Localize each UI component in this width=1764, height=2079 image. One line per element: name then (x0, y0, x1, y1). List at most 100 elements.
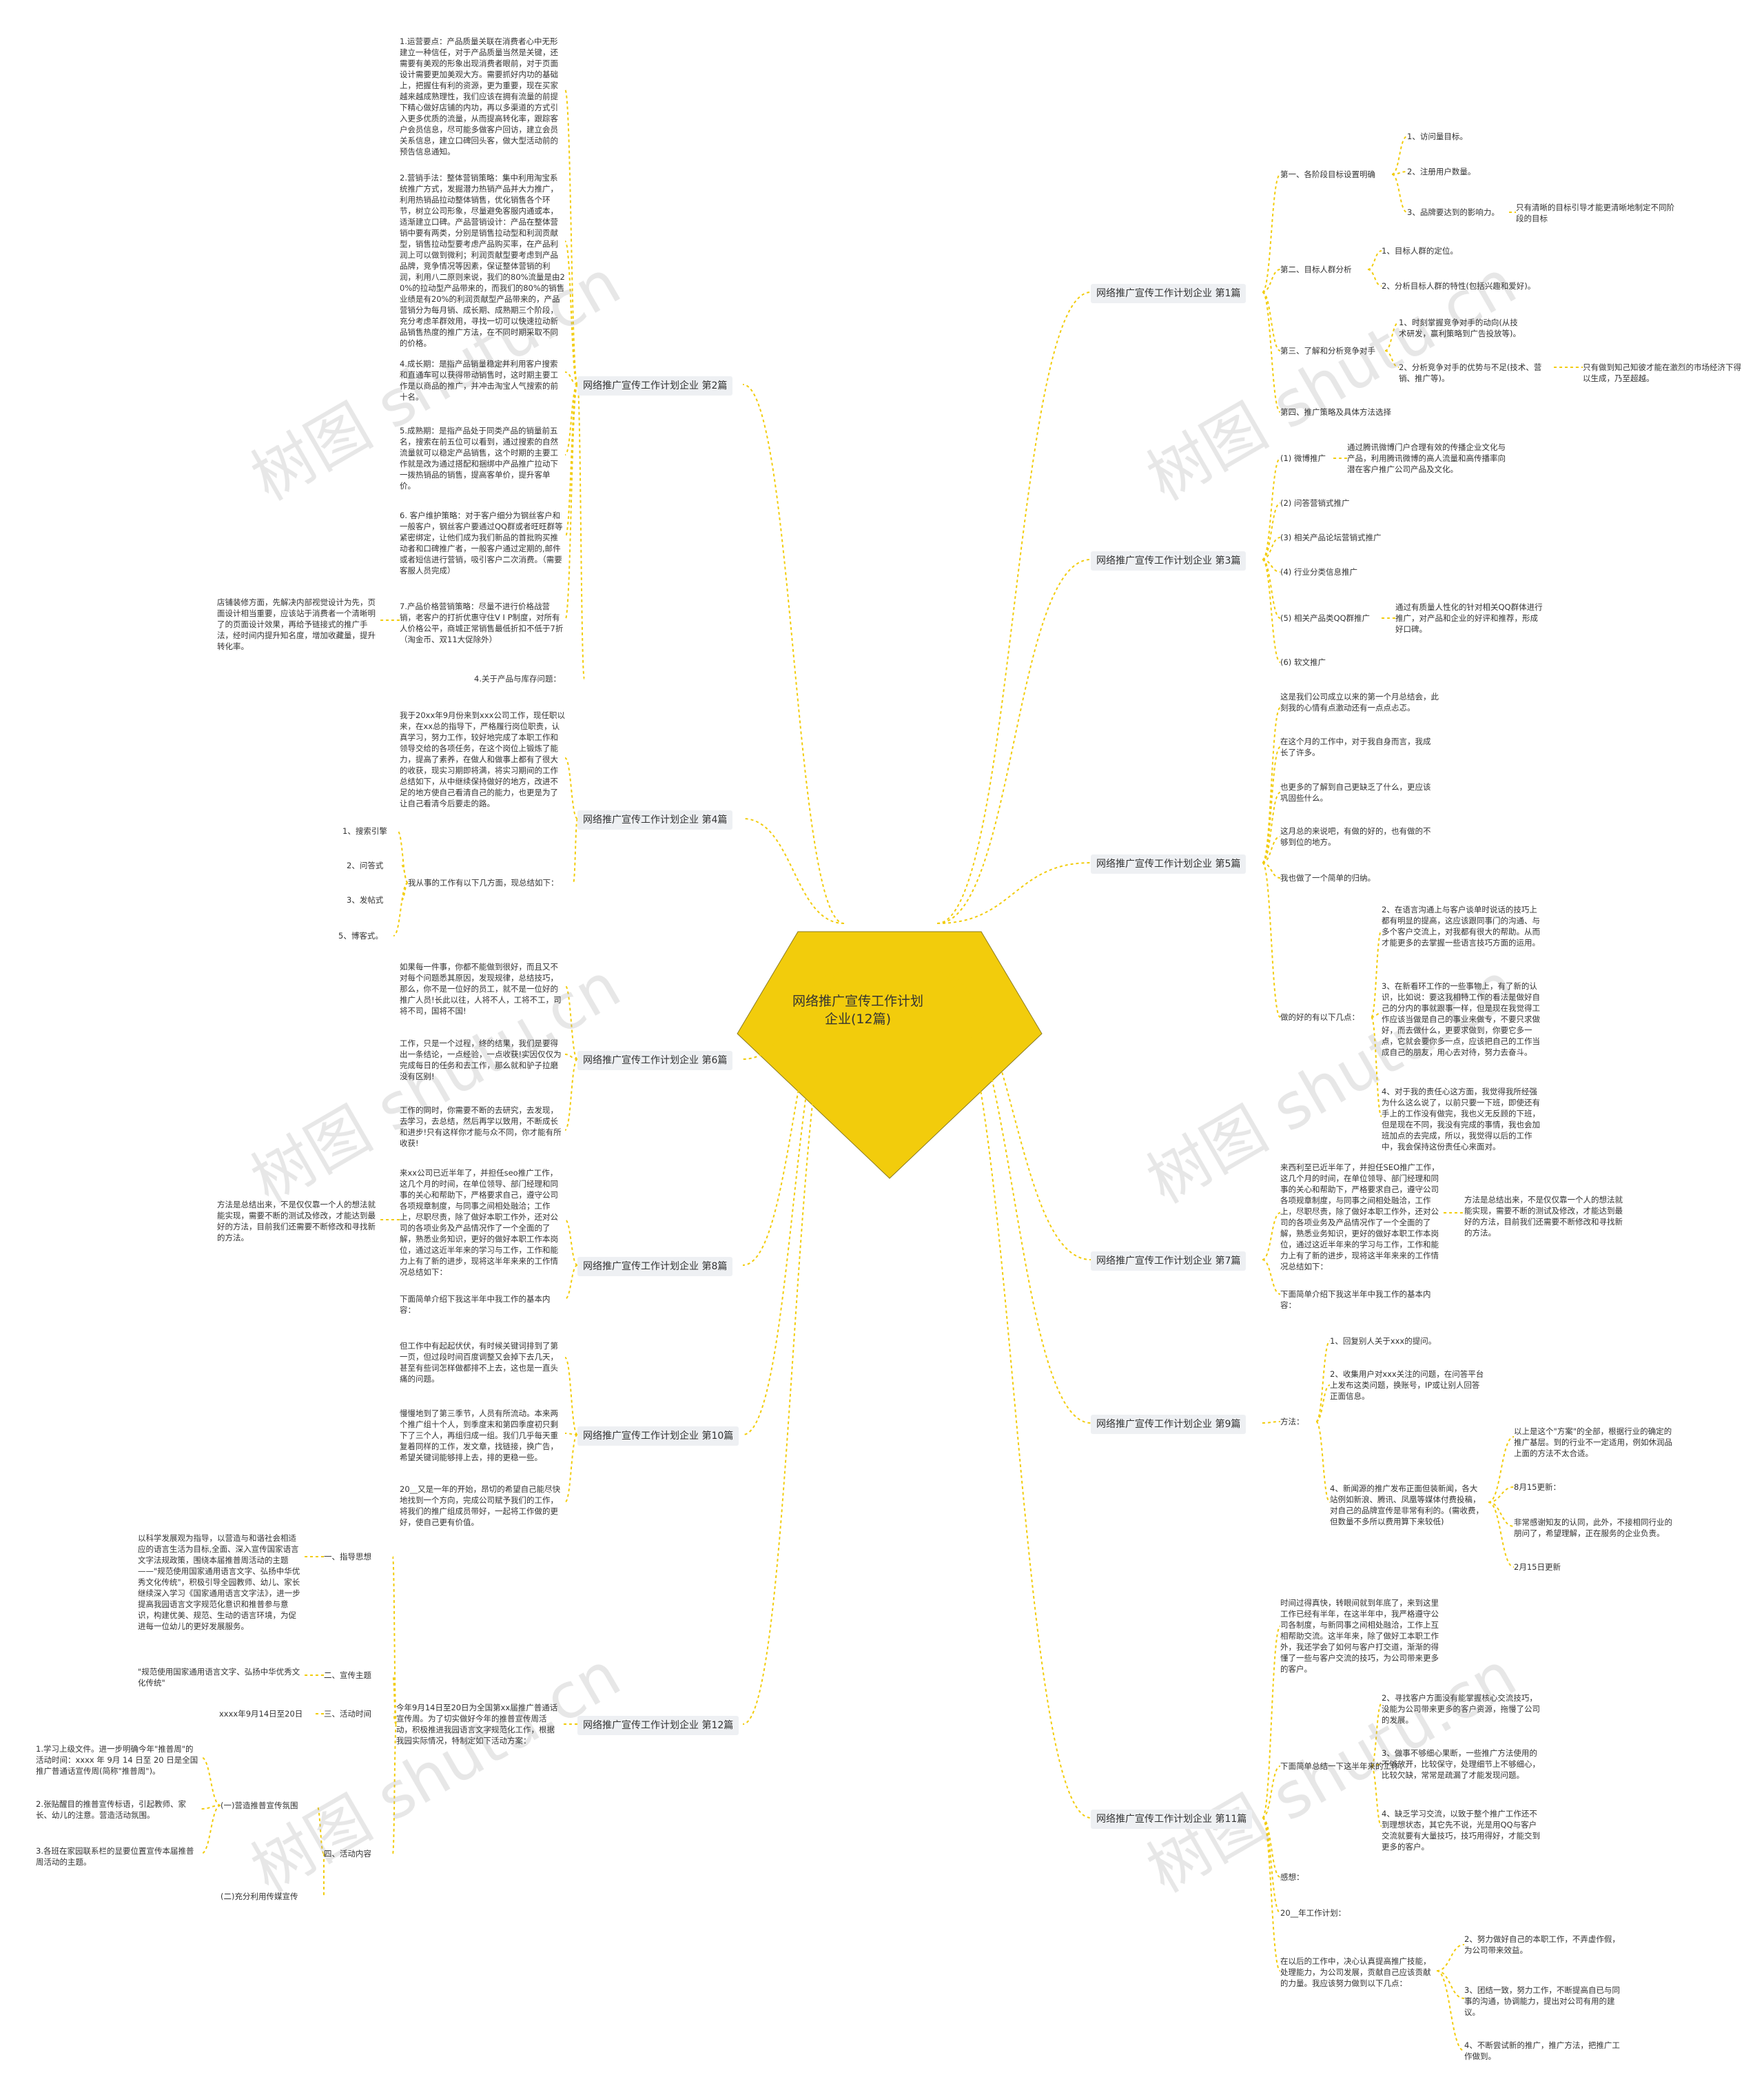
b7-para1[interactable]: 来西利至已近半年了，并担任SEO推广工作，这几个月的时间，在单位领导、部门经理和… (1280, 1163, 1439, 1271)
b5-good1[interactable]: 2、在语言沟通上与客户谈单时说话的技巧上都有明显的提高，这应该跟同事门的沟通、与… (1382, 905, 1540, 948)
b5-good2[interactable]: 3、在新看环工作的一些事物上，有了新的认识，比如说：要这我相特工作的看法是做好自… (1382, 981, 1540, 1057)
b12-section1[interactable]: 一、指导思想 (324, 1552, 371, 1561)
b2-point8[interactable]: 4.关于产品与库存问题： (474, 674, 561, 684)
center-topic[interactable]: 网络推广宣传工作计划企业(12篇) (792, 994, 924, 1027)
b11-plan-3[interactable]: 4、不断尝试新的推广，推广方法，把推广工作做到。 (1464, 2040, 1620, 2061)
b9-note-4[interactable]: 2月15日更新 (1514, 1562, 1561, 1572)
b3-item4[interactable]: (4) 行业分类信息推广 (1280, 567, 1357, 577)
branch-4[interactable]: 网络推广宣传工作计划企业 第4篇 (577, 810, 733, 830)
b9-method-2[interactable]: 2、收集用户对xxx关注的问题，在问答平台上发布这类问题，换账号，IP或让别人回… (1330, 1369, 1484, 1401)
b12-section4-b[interactable]: (二)充分利用传媒宣传 (220, 1892, 298, 1901)
b3-item3[interactable]: (3) 相关产品论坛营销式推广 (1280, 533, 1382, 542)
b6-para1[interactable]: 如果每一件事，你都不能做到很好，而且又不对每个问题悉其原因，发现规律，总结技巧，… (400, 962, 562, 1016)
b11-summary-2[interactable]: 3、做事不够细心果断，一些推广方法使用的不够放开，比较保守，处理细节上不够细心，… (1382, 1748, 1540, 1780)
b2-point7-note[interactable]: 店铺装修方面，先解决内部视觉设计为先，页面设计相当重要，应该站于消费者一个清晰明… (217, 597, 376, 651)
b2-point2[interactable]: 2.营销手法：整体营销策略：集中利用淘宝系统推广方式，发掘潜力热销产品并大力推广… (400, 173, 565, 348)
b3-item6[interactable]: (6) 软文推广 (1280, 657, 1326, 667)
b12-section2[interactable]: 二、宣传主题 (324, 1670, 371, 1680)
b5-para4[interactable]: 这月总的来说吧，有做的好的，也有做的不够到位的地方。 (1280, 826, 1431, 847)
branch-12[interactable]: 网络推广宣传工作计划企业 第12篇 (577, 1716, 739, 1735)
b9-note-1[interactable]: 以上是这个"方案"的全部，根据行业的确定的推广基层。到的行业不一定适用，例如休润… (1514, 1426, 1672, 1458)
b12-section4[interactable]: 四、活动内容 (324, 1849, 371, 1858)
b9-method-1[interactable]: 1、回复别人关于xxx的提问。 (1330, 1336, 1437, 1346)
b12-section4-a3[interactable]: 3.各班在家园联系栏的显要位置宣传本届推普周活动的主题。 (36, 1846, 194, 1867)
b12-section3-text[interactable]: xxxx年9月14日至20日 (219, 1709, 303, 1719)
b2-point7[interactable]: 7.产品价格营销策略：尽量不进行价格战营销，老客户的打折优惠守住V I P制度，… (400, 602, 564, 644)
branch-6[interactable]: 网络推广宣传工作计划企业 第6篇 (577, 1051, 733, 1070)
b3-item5-note[interactable]: 通过有质量人性化的针对相关QQ群体进行推广，对产品和企业的好评和推荐，形成好口碑… (1395, 602, 1543, 634)
b11-summary-3[interactable]: 4、缺乏学习交流，以致于整个推广工作还不到理想状态，其它先不说，光是用QQ与客户… (1382, 1809, 1540, 1852)
b4-item4[interactable]: 5、博客式。 (338, 931, 383, 941)
b11-summary-1[interactable]: 2、寻找客户方面没有能掌握核心交流技巧，没能为公司带来更多的客户资源，拖慢了公司… (1382, 1693, 1540, 1725)
b9-note-2[interactable]: 8月15更新： (1514, 1482, 1561, 1492)
branch-5[interactable]: 网络推广宣传工作计划企业 第5篇 (1091, 854, 1247, 874)
b3-item1[interactable]: (1) 微博推广 (1280, 453, 1326, 463)
b6-para3[interactable]: 工作的同时，你需要不断的去研究，去发现，去学习，去总结，然后再学以致用，不断成长… (400, 1105, 562, 1148)
b1-step1[interactable]: 第一、各阶段目标设置明确 (1280, 170, 1375, 179)
b1-step1-c-note[interactable]: 只有清晰的目标引导才能更清晰地制定不同阶段的目标 (1516, 203, 1674, 223)
b12-intro[interactable]: 今年9月14日至20日为全国第xx届推广普通话宣传周。为了切实做好今年的推普宣传… (396, 1703, 558, 1745)
b11-plan-1[interactable]: 2、努力做好自己的本职工作，不弄虚作假，为公司带来效益。 (1464, 1934, 1620, 1955)
b7-para1-note[interactable]: 方法是总结出来，不是仅仅靠一个人的想法就能实现，需要不断的测试及修改，才能达到最… (1464, 1195, 1623, 1238)
b5-para2[interactable]: 在这个月的工作中，对于我自身而言，我成长了许多。 (1280, 737, 1431, 757)
b12-section1-text[interactable]: 以科学发展观为指导，以营造与和谐社会相适应的语言生活为目标,全面、深入宣传国家语… (138, 1533, 300, 1631)
b10-para3[interactable]: 20__又是一年的开始，昂切的希望自己能尽快地找到一个方向，完成公司赋予我们的工… (400, 1484, 561, 1527)
b3-item5[interactable]: (5) 相关产品类QQ群推广 (1280, 613, 1371, 623)
b8-para2[interactable]: 下面简单介绍下我这半年中我工作的基本内容： (400, 1294, 551, 1315)
branch-11[interactable]: 网络推广宣传工作计划企业 第11篇 (1091, 1810, 1253, 1829)
b5-para5[interactable]: 我也做了一个简单的归纳。 (1280, 873, 1375, 883)
b7-para2[interactable]: 下面简单介绍下我这半年中我工作的基本内容： (1280, 1289, 1431, 1310)
b1-step3-a[interactable]: 1、时刻掌握竞争对手的动向(从技术研发，赢利策略到广告投放等)。 (1399, 318, 1521, 338)
b11-para3[interactable]: 感想： (1280, 1872, 1304, 1882)
branch-8[interactable]: 网络推广宣传工作计划企业 第8篇 (577, 1257, 733, 1276)
b4-para2[interactable]: 我从事的工作有以下几方面，现总结如下： (408, 878, 559, 888)
b1-step2[interactable]: 第二、目标人群分析 (1280, 265, 1352, 274)
branch-1[interactable]: 网络推广宣传工作计划企业 第1篇 (1091, 284, 1247, 303)
b12-section4-a1[interactable]: 1.学习上级文件。进一步明确今年"推普周"的活动时间：xxxx 年 9月 14 … (36, 1744, 198, 1776)
b8-para1-note[interactable]: 方法是总结出来，不是仅仅靠一个人的想法就能实现，需要不断的测试及修改，才能达到最… (217, 1200, 376, 1242)
b1-step4[interactable]: 第四、推广策略及具体方法选择 (1280, 407, 1391, 417)
b11-para4[interactable]: 20__年工作计划： (1280, 1908, 1346, 1918)
b1-step3-b[interactable]: 2、分析竞争对手的优势与不足(技术、营销、推广等)。 (1399, 362, 1542, 383)
b1-step2-a[interactable]: 1、目标人群的定位。 (1382, 246, 1458, 256)
b12-section2-text[interactable]: "规范使用国家通用语言文字、弘扬中华优秀文化传统" (138, 1667, 300, 1688)
b2-point6[interactable]: 6. 客户维护策略：对于客户细分为钢丝客户和一般客户，钢丝客户要通过QQ群或者旺… (400, 511, 563, 575)
branch-7[interactable]: 网络推广宣传工作计划企业 第7篇 (1091, 1251, 1247, 1271)
b1-step3-b-note[interactable]: 只有做到知己知彼才能在激烈的市场经济下得以生成，乃至超越。 (1583, 362, 1741, 383)
branch-3[interactable]: 网络推广宣传工作计划企业 第3篇 (1091, 551, 1247, 571)
b10-para1[interactable]: 但工作中有起起伏伏，有时候关键词排到了第一页，但过段时间百度调整又会掉下去几天，… (400, 1341, 558, 1384)
b9-method[interactable]: 方法： (1280, 1417, 1304, 1426)
b2-point4[interactable]: 4.成长期：是指产品销量稳定并利用客户搜索和直通车可以获得带动销售时，这时期主要… (400, 359, 558, 402)
b3-item2[interactable]: (2) 问答营销式推广 (1280, 498, 1350, 508)
b4-item1[interactable]: 1、搜索引擎 (342, 826, 387, 836)
b12-section4-a2[interactable]: 2.张贴醒目的推普宣传标语，引起教师、家长、幼儿的注意。营造活动氛围。 (36, 1799, 186, 1820)
b9-method-4[interactable]: 4、新闻源的推广发布正面但装新闻，各大站例如新浪、腾讯、凤凰等媒体付费投稿，对自… (1330, 1484, 1484, 1526)
b2-point5[interactable]: 5.成熟期：是指产品处于同类产品的销量前五名，搜索在前五位可以看到，通过搜索的自… (400, 426, 558, 491)
b5-good3[interactable]: 4、对于我的责任心这方面，我觉得我所经强为什么这么说了，以前只要一下班，即使还有… (1382, 1087, 1540, 1151)
b1-step1-b[interactable]: 2、注册用户数量。 (1407, 167, 1476, 176)
b2-point1[interactable]: 1.运营要点：产品质量关联在消费者心中无形建立一种信任，对于产品质量当然是关键，… (400, 37, 558, 156)
b10-para2[interactable]: 慢慢地到了第三季节，人员有所流动。本来两个推广组十个人，到季度末和第四季度初只剩… (400, 1409, 558, 1462)
b11-para2[interactable]: 下面简单总结一下这半年来的工作： (1280, 1761, 1407, 1771)
b8-para1[interactable]: 来xx公司已近半年了，并担任seo推广工作，这几个月的时间，在单位领导、部门经理… (400, 1168, 558, 1277)
b4-item3[interactable]: 3、发帖式 (347, 895, 384, 905)
b5-para6[interactable]: 做的好的有以下几点： (1280, 1012, 1360, 1022)
b9-note-3[interactable]: 非常感谢知友的认同，此外，不接相同行业的朋问了，希望理解，正在服务的企业负责。 (1514, 1517, 1672, 1538)
b1-step3[interactable]: 第三、了解和分析竞争对手 (1280, 346, 1375, 356)
b11-plan-2[interactable]: 3、团结一致，努力工作，不断提高自已与同事的沟通，协调能力，提出对公司有用的建议… (1464, 1985, 1620, 2017)
b6-para2[interactable]: 工作，只是一个过程，终的结果，我们是要得出一条结论，一点经验，一点收获!实因仅仅… (400, 1038, 562, 1081)
b3-item1-note[interactable]: 通过腾讯微博门户合理有效的传播企业文化与产品，利用腾讯微博的高人流量和高传播率向… (1347, 442, 1506, 474)
b1-step2-b[interactable]: 2、分析目标人群的特性(包括兴趣和爱好)。 (1382, 281, 1536, 291)
b5-para1[interactable]: 这是我们公司成立以来的第一个月总结会，此刻我的心情有点激动还有一点点忐忑。 (1280, 692, 1439, 713)
b1-step1-c[interactable]: 3、品牌要达到的影响力。 (1407, 207, 1499, 217)
branch-9[interactable]: 网络推广宣传工作计划企业 第9篇 (1091, 1415, 1247, 1434)
b12-section3[interactable]: 三、活动时间 (324, 1709, 371, 1719)
branch-2[interactable]: 网络推广宣传工作计划企业 第2篇 (577, 376, 733, 396)
b4-para1[interactable]: 我于20xx年9月份来到xxx公司工作，现任职以来，在xx总的指导下，严格履行岗… (400, 710, 565, 808)
branch-10[interactable]: 网络推广宣传工作计划企业 第10篇 (577, 1426, 739, 1446)
b5-para3[interactable]: 也更多的了解到自己更缺乏了什么，更应该巩固些什么。 (1280, 782, 1431, 803)
b11-para5[interactable]: 在以后的工作中，决心认真提高推广技能，处理能力，为公司发展，贡献自己应该贡献的力… (1280, 1956, 1431, 1988)
b12-section4-a[interactable]: (一)营造推普宣传氛围 (220, 1801, 298, 1810)
b1-step1-a[interactable]: 1、访问量目标。 (1407, 132, 1468, 141)
b4-item2[interactable]: 2、问答式 (347, 861, 384, 870)
